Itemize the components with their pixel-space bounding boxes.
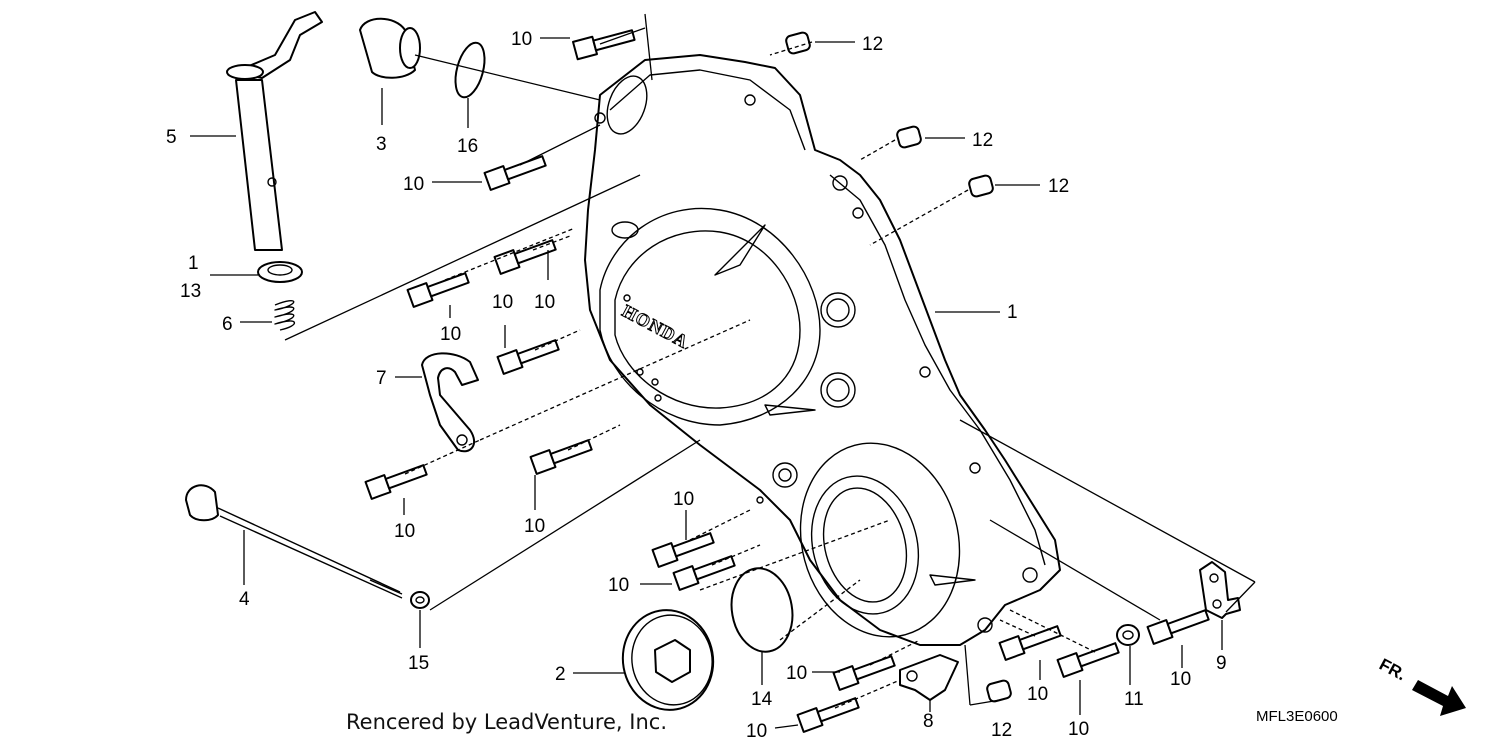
bolt-g[interactable] bbox=[529, 436, 594, 475]
callout-8: 8 bbox=[923, 711, 934, 732]
oil-seal[interactable] bbox=[257, 261, 303, 283]
callout-1-seal: 1 bbox=[188, 253, 199, 274]
callout-10-k: 10 bbox=[746, 721, 767, 742]
dipstick[interactable] bbox=[185, 484, 403, 599]
callout-2: 2 bbox=[555, 664, 566, 685]
callout-12-bottom: 12 bbox=[991, 720, 1012, 741]
bolt-m[interactable] bbox=[1056, 639, 1121, 678]
callout-13: 13 bbox=[180, 281, 201, 302]
right-crankcase-cover[interactable]: HONDA bbox=[584, 54, 1061, 655]
callout-12-b: 12 bbox=[972, 130, 993, 151]
dowel-pin-d[interactable] bbox=[986, 679, 1012, 703]
callout-14: 14 bbox=[751, 689, 773, 710]
credit-line: Rencered by LeadVenture, Inc. bbox=[346, 710, 667, 734]
callout-10-b: 10 bbox=[403, 174, 424, 195]
bracket-lower[interactable] bbox=[899, 654, 959, 701]
bolt-n[interactable] bbox=[1146, 606, 1211, 645]
callout-10-top: 10 bbox=[511, 29, 532, 50]
bolt-e[interactable] bbox=[496, 336, 561, 375]
callout-7: 7 bbox=[376, 368, 387, 389]
callout-10-e: 10 bbox=[492, 292, 513, 313]
bolt-k[interactable] bbox=[796, 694, 861, 733]
flange-bolts bbox=[364, 29, 1211, 733]
arrow-icon bbox=[1412, 680, 1466, 716]
bolt-h[interactable] bbox=[651, 529, 716, 568]
callout-10-i: 10 bbox=[608, 575, 629, 596]
callout-12-a: 12 bbox=[862, 34, 883, 55]
direction-label: FR. bbox=[1376, 655, 1409, 685]
callout-10-j: 10 bbox=[786, 663, 807, 684]
callout-3: 3 bbox=[376, 134, 387, 155]
leader-lines bbox=[190, 37, 1223, 729]
o-ring-small[interactable] bbox=[450, 40, 490, 101]
dowel-pin-a[interactable] bbox=[785, 31, 811, 55]
callout-16: 16 bbox=[457, 136, 478, 157]
callout-10-c: 10 bbox=[440, 324, 461, 345]
bolt-c[interactable] bbox=[406, 269, 471, 308]
callout-10-d: 10 bbox=[534, 292, 555, 313]
bolt-f[interactable] bbox=[364, 461, 429, 500]
dowel-pin-b[interactable] bbox=[896, 125, 922, 149]
callout-10-l: 10 bbox=[1027, 684, 1048, 705]
front-direction-indicator: FR. bbox=[1376, 655, 1466, 716]
bolt-l[interactable] bbox=[998, 622, 1063, 661]
o-ring-large[interactable] bbox=[725, 563, 799, 656]
callout-1-main: 1 bbox=[1007, 302, 1018, 323]
dowel-pins bbox=[785, 31, 1012, 703]
callout-4: 4 bbox=[239, 589, 250, 610]
callout-10-h: 10 bbox=[673, 489, 694, 510]
washer-small[interactable] bbox=[410, 591, 430, 609]
bolt-b[interactable] bbox=[483, 152, 548, 191]
assembly-lines bbox=[284, 13, 1256, 709]
callout-6: 6 bbox=[222, 314, 233, 335]
washer-sealing[interactable] bbox=[1116, 624, 1140, 646]
callout-9: 9 bbox=[1216, 653, 1227, 674]
dowel-pin-c[interactable] bbox=[968, 174, 994, 198]
timing-hole-cap[interactable] bbox=[615, 603, 721, 717]
callout-10-g: 10 bbox=[524, 516, 545, 537]
callout-numbers: 10 12 12 12 5 3 16 10 1 13 6 10 10 1 10 … bbox=[166, 29, 1227, 742]
filler-plug[interactable] bbox=[359, 17, 421, 79]
spring[interactable] bbox=[274, 300, 296, 331]
oil-filler-tube[interactable] bbox=[226, 11, 323, 251]
callout-10-f: 10 bbox=[394, 521, 415, 542]
callout-5: 5 bbox=[166, 127, 177, 148]
clamp[interactable] bbox=[421, 352, 479, 453]
callout-11: 11 bbox=[1124, 689, 1144, 710]
callout-12-c: 12 bbox=[1048, 176, 1069, 197]
diagram-code: MFL3E0600 bbox=[1256, 708, 1338, 725]
bolt-i[interactable] bbox=[672, 552, 737, 591]
callout-15: 15 bbox=[408, 653, 429, 674]
callout-10-n: 10 bbox=[1170, 669, 1191, 690]
callout-10-m: 10 bbox=[1068, 719, 1089, 740]
bolt-d[interactable] bbox=[493, 236, 558, 275]
stay-plate[interactable] bbox=[1199, 561, 1241, 619]
bolt-j[interactable] bbox=[832, 652, 897, 691]
